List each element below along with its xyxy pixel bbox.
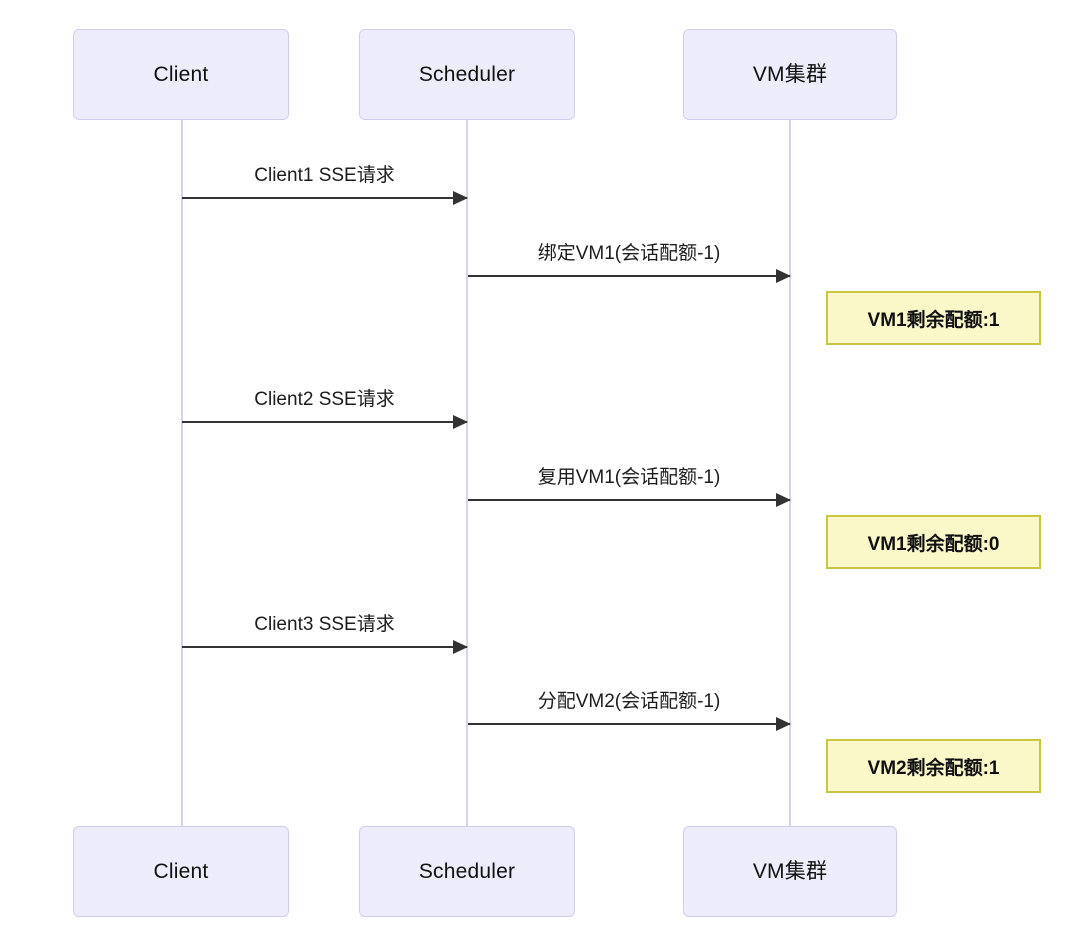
participant-vmcluster-top[interactable]: VM集群 xyxy=(683,29,897,120)
message-client1-sse-request[interactable]: Client1 SSE请求 xyxy=(182,165,468,205)
message-line xyxy=(468,275,790,277)
lifeline-client xyxy=(181,120,183,829)
message-allocate-vm2[interactable]: 分配VM2(会话配额-1) xyxy=(468,691,791,731)
message-client3-sse-request[interactable]: Client3 SSE请求 xyxy=(182,614,468,654)
message-reuse-vm1[interactable]: 复用VM1(会话配额-1) xyxy=(468,467,791,507)
message-client2-sse-request-label: Client2 SSE请求 xyxy=(254,389,395,410)
lifeline-vmcluster xyxy=(789,120,791,829)
participant-vmcluster-bottom-label: VM集群 xyxy=(752,860,828,883)
participant-scheduler-top-label: Scheduler xyxy=(418,63,516,86)
arrow-head-icon xyxy=(776,493,791,507)
participant-scheduler-top[interactable]: Scheduler xyxy=(359,29,575,120)
message-line xyxy=(468,723,790,725)
message-client3-sse-request-label: Client3 SSE请求 xyxy=(254,614,395,635)
message-client1-sse-request-label: Client1 SSE请求 xyxy=(254,165,395,186)
participant-client-bottom[interactable]: Client xyxy=(73,826,289,917)
arrow-head-icon xyxy=(776,269,791,283)
participant-scheduler-bottom[interactable]: Scheduler xyxy=(359,826,575,917)
message-allocate-vm2-label: 分配VM2(会话配额-1) xyxy=(537,691,721,712)
participant-client-top[interactable]: Client xyxy=(73,29,289,120)
note-vm2-remaining-quota-1-label: VM2剩余配额:1 xyxy=(867,757,1000,779)
lifeline-scheduler xyxy=(466,120,468,829)
message-reuse-vm1-label: 复用VM1(会话配额-1) xyxy=(537,467,721,488)
note-vm2-remaining-quota-1[interactable]: VM2剩余配额:1 xyxy=(826,739,1041,793)
note-vm1-remaining-quota-1[interactable]: VM1剩余配额:1 xyxy=(826,291,1041,345)
note-vm1-remaining-quota-0-label: VM1剩余配额:0 xyxy=(867,533,1000,555)
arrow-head-icon xyxy=(453,640,468,654)
participant-vmcluster-top-label: VM集群 xyxy=(752,63,828,86)
note-vm1-remaining-quota-0[interactable]: VM1剩余配额:0 xyxy=(826,515,1041,569)
message-line xyxy=(182,197,467,199)
message-line xyxy=(182,421,467,423)
arrow-head-icon xyxy=(453,415,468,429)
message-line xyxy=(182,646,467,648)
message-bind-vm1[interactable]: 绑定VM1(会话配额-1) xyxy=(468,243,791,283)
participant-client-top-label: Client xyxy=(153,63,209,86)
arrow-head-icon xyxy=(453,191,468,205)
participant-client-bottom-label: Client xyxy=(153,860,209,883)
participant-vmcluster-bottom[interactable]: VM集群 xyxy=(683,826,897,917)
message-bind-vm1-label: 绑定VM1(会话配额-1) xyxy=(537,243,721,264)
arrow-head-icon xyxy=(776,717,791,731)
note-vm1-remaining-quota-1-label: VM1剩余配额:1 xyxy=(867,309,1000,331)
participant-scheduler-bottom-label: Scheduler xyxy=(418,860,516,883)
message-client2-sse-request[interactable]: Client2 SSE请求 xyxy=(182,389,468,429)
message-line xyxy=(468,499,790,501)
